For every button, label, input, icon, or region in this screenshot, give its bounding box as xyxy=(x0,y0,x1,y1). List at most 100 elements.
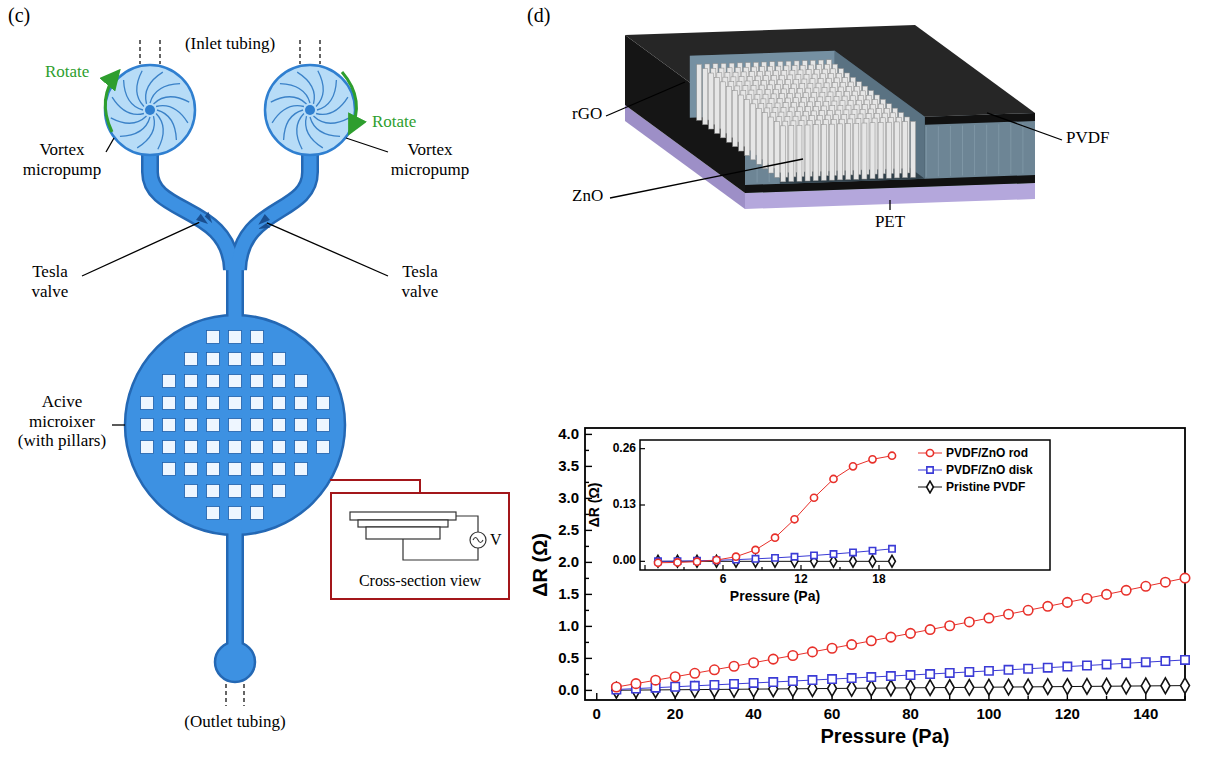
pillar xyxy=(251,331,264,344)
data-series-marker xyxy=(847,640,856,649)
inset-series-marker xyxy=(752,556,758,562)
electrode-layer xyxy=(358,520,448,527)
zno-nanorod xyxy=(911,121,916,177)
inset-x-tick xyxy=(683,567,684,570)
cutaway xyxy=(780,117,925,184)
part-label: Vortex micropump xyxy=(383,140,478,179)
inset-x-tick xyxy=(800,565,801,570)
tesla-valve xyxy=(196,209,216,229)
zno-nanorod xyxy=(781,126,786,182)
data-series-marker xyxy=(847,674,855,682)
data-series-marker xyxy=(1004,609,1013,618)
data-series-marker xyxy=(1024,665,1032,673)
valve-lobe xyxy=(258,222,270,234)
inset-x-tick-label: 12 xyxy=(794,573,807,587)
data-series-marker xyxy=(1043,679,1052,695)
pillar xyxy=(207,441,220,454)
leader-line xyxy=(346,138,388,152)
inset-series-marker xyxy=(713,557,719,563)
data-series-marker xyxy=(1102,660,1110,668)
impeller-blade xyxy=(272,106,304,123)
layer-label: ZnO xyxy=(572,186,603,206)
pillar xyxy=(141,419,154,432)
channel xyxy=(238,150,310,270)
impeller-blade xyxy=(316,71,323,107)
pvdf-layer xyxy=(745,113,1035,193)
pillar xyxy=(295,419,308,432)
data-series-marker xyxy=(946,669,954,677)
pillar xyxy=(251,507,264,520)
inset-series-marker xyxy=(830,475,837,482)
data-series-marker xyxy=(1082,594,1091,603)
part-label: Tesla valve xyxy=(15,262,85,301)
impeller-blade xyxy=(306,116,323,148)
data-series-marker xyxy=(886,680,895,696)
pillar xyxy=(229,353,242,366)
data-series-marker xyxy=(788,651,797,660)
y-tick-label: 1.0 xyxy=(558,618,579,635)
channel xyxy=(229,528,242,645)
data-series-marker xyxy=(631,679,640,688)
legend-text: PVDF/ZnO disk xyxy=(946,463,1033,477)
pillar xyxy=(229,441,242,454)
pillar xyxy=(229,463,242,476)
channel-outline xyxy=(150,150,232,270)
pillar xyxy=(185,441,198,454)
data-series-marker xyxy=(1043,602,1052,611)
pillar xyxy=(317,419,330,432)
ac-symbol xyxy=(473,538,483,543)
plot-frame xyxy=(585,428,1185,700)
axis-title: Pressure (Pa) xyxy=(821,725,950,748)
inset-y-tick-label: 0.26 xyxy=(613,442,636,456)
impeller-blade xyxy=(314,116,350,123)
pillar xyxy=(229,419,242,432)
pillar xyxy=(229,375,242,388)
channel-outline xyxy=(226,262,244,322)
inlet-tubing xyxy=(319,40,321,64)
port-label: (Outlet tubing) xyxy=(184,712,286,732)
data-series-marker xyxy=(651,675,660,684)
data-series-marker xyxy=(867,680,876,696)
inset-series-marker xyxy=(655,555,662,567)
inset-y-tick-label: 0.00 xyxy=(613,554,636,568)
inlet-tubing xyxy=(159,40,161,64)
data-series-marker xyxy=(945,621,954,630)
impeller-blade xyxy=(150,84,180,103)
pillar xyxy=(163,463,176,476)
pillar xyxy=(207,507,220,520)
leader-line xyxy=(610,159,803,198)
data-series-line xyxy=(616,660,1185,690)
y-tick xyxy=(585,594,592,595)
data-series-marker xyxy=(1121,586,1130,595)
leader-line xyxy=(889,200,890,210)
substrate-layer xyxy=(366,527,440,539)
data-series-marker xyxy=(965,617,974,626)
inset-x-tick-label: 6 xyxy=(720,573,727,587)
inset-x-tick xyxy=(722,565,723,570)
legend-text: Pristine PVDF xyxy=(946,480,1025,494)
data-series-marker xyxy=(1102,678,1111,694)
zno-nanorod xyxy=(745,99,750,155)
legend-entry: PVDF/ZnO rod xyxy=(918,446,1028,460)
impeller-blade xyxy=(297,114,304,150)
y-tick xyxy=(585,610,589,611)
zno-nanorod xyxy=(721,82,726,138)
rotation-label: Rotate xyxy=(372,112,416,132)
data-series-marker xyxy=(1181,656,1189,664)
inset-series-marker xyxy=(869,456,876,463)
inset-series-marker xyxy=(850,549,856,555)
callout-leader xyxy=(330,480,420,492)
inset-series-marker xyxy=(850,555,857,567)
legend-entry: Pristine PVDF xyxy=(918,480,1025,494)
impeller-blade xyxy=(280,84,310,103)
zno-nanorod xyxy=(838,124,843,180)
inset-series-marker xyxy=(889,546,895,552)
data-series-marker xyxy=(965,680,974,696)
y-tick xyxy=(585,546,589,547)
impeller-blade xyxy=(157,110,176,140)
panel-label: (c) xyxy=(8,4,30,27)
pillar xyxy=(295,463,308,476)
inset-series-marker xyxy=(830,551,836,557)
inset-y-tick xyxy=(640,561,645,562)
